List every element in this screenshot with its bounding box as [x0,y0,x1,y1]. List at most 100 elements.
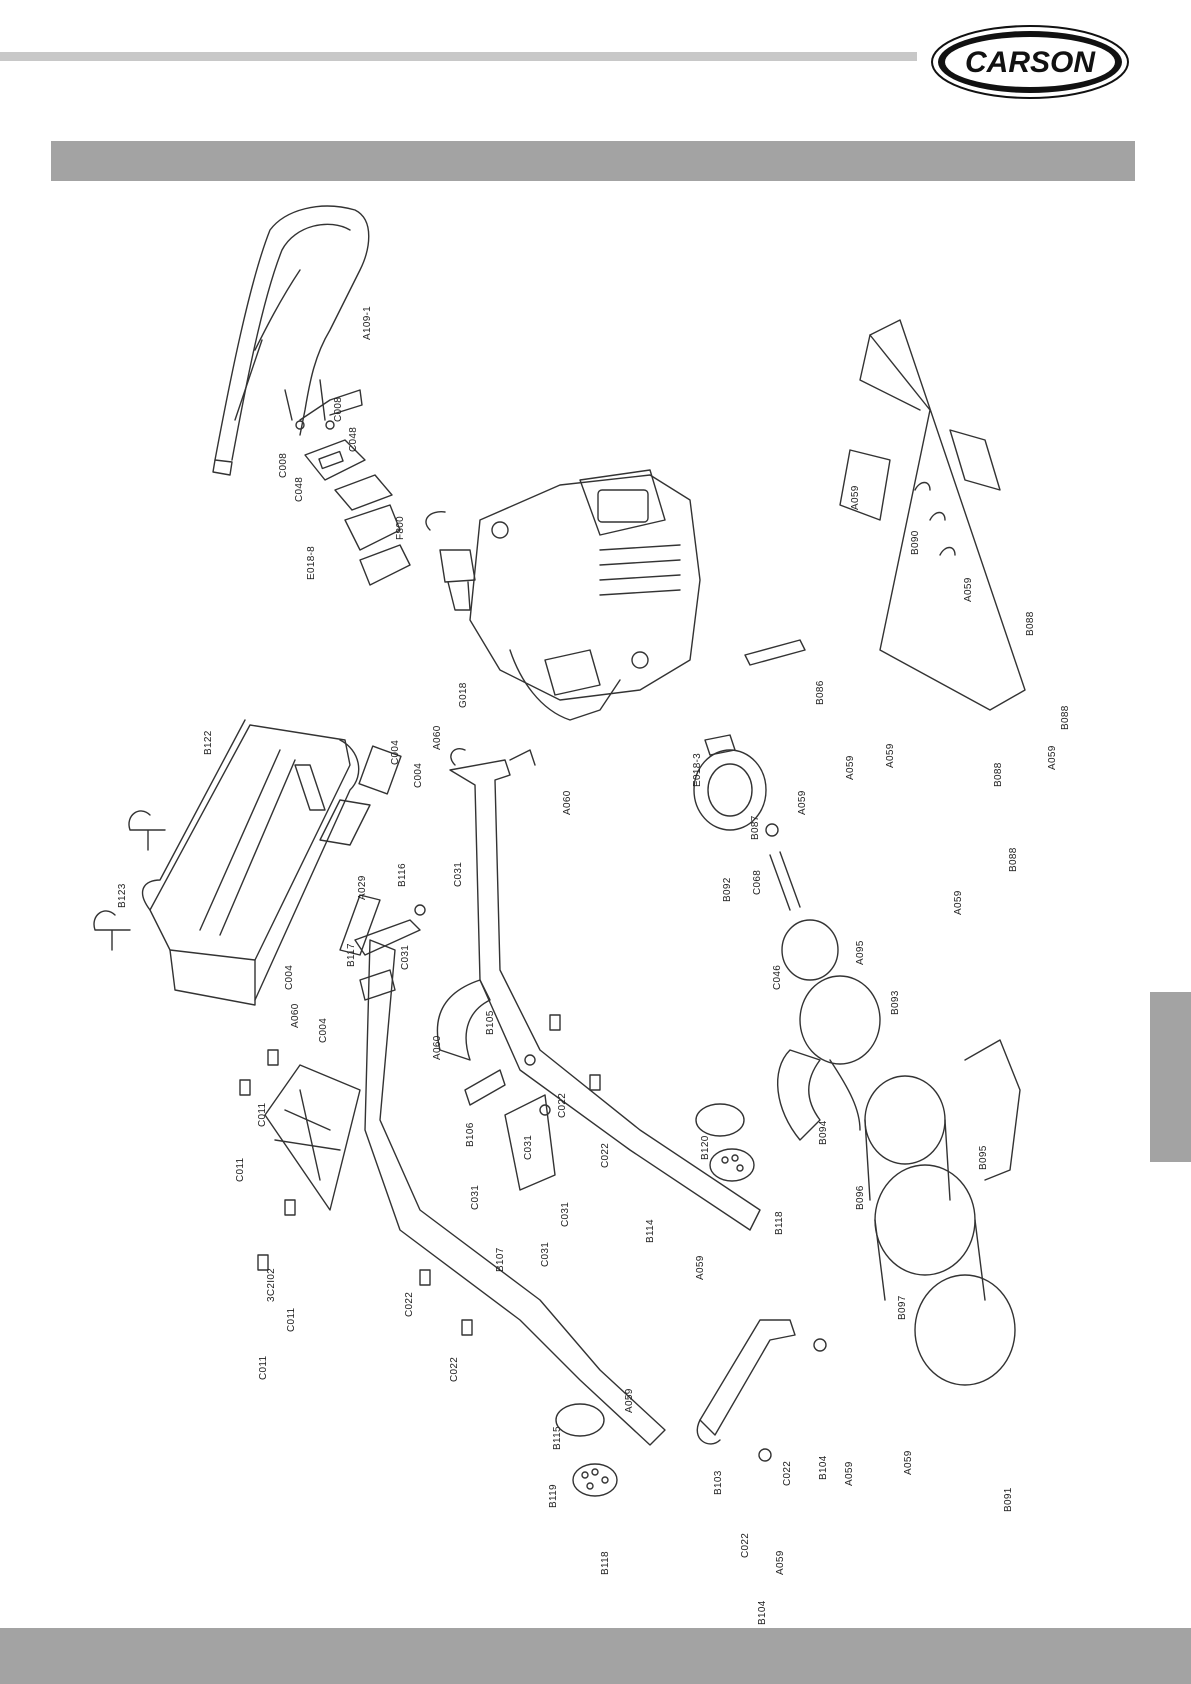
part-label: E018-3 [692,752,703,787]
part-label: C011 [257,1102,268,1127]
part-label: B094 [818,1120,829,1145]
left-side-guard [354,919,666,1446]
part-label: F800 [395,516,406,540]
part-label: B104 [757,1600,768,1625]
part-label: B087 [750,815,761,840]
rear-bumper [696,1319,827,1462]
part-label: C004 [318,1017,329,1043]
part-label: C022 [740,1532,751,1558]
part-label: C022 [782,1460,793,1486]
part-label: A059 [775,1550,786,1575]
part-label: 3C2I02 [266,1267,277,1302]
part-label: C048 [348,426,359,452]
part-label: B118 [774,1211,785,1235]
side-tab [1150,992,1191,1162]
part-label: A059 [797,790,808,815]
part-label: B091 [1003,1487,1014,1512]
section-header-bar [51,141,1135,181]
part-label: B115 [552,1426,563,1450]
part-label: B118 [600,1551,611,1575]
part-label: C011 [258,1355,269,1380]
rear-wing [141,719,360,1006]
part-label: C022 [557,1092,568,1118]
part-label: B103 [713,1470,724,1495]
part-label: B096 [855,1185,866,1210]
part-label: B086 [815,680,826,705]
part-label: B088 [1060,705,1071,730]
part-label: B097 [897,1295,908,1320]
part-label: A029 [357,875,368,900]
part-label: A059 [845,755,856,780]
part-label: E018-8 [306,545,317,580]
part-label: A059 [850,485,861,510]
part-label: A059 [963,577,974,602]
part-label: A059 [953,890,964,915]
part-label: A059 [695,1255,706,1280]
exploded-parts-diagram: A109-1 C008 C048 C008 C048 E018-8 F800 G… [0,190,1191,1625]
part-label: B119 [548,1484,559,1508]
footer-bar [0,1628,1191,1684]
manifold-gaskets [284,379,411,586]
part-label: C004 [390,739,401,765]
part-label: A060 [432,1035,443,1060]
part-label: G018 [458,682,469,708]
right-side-guard [449,748,761,1231]
part-label: C011 [235,1157,246,1182]
part-label: C031 [453,861,464,887]
part-label: A059 [885,743,896,768]
part-label: B105 [485,1010,496,1035]
part-label: B122 [203,730,214,755]
part-label: A109-1 [362,305,373,340]
part-label: A060 [290,1003,301,1028]
part-label: B114 [645,1219,656,1243]
logo-text: CARSON [965,46,1096,79]
part-label: C068 [752,869,763,895]
part-label: B088 [1025,611,1036,636]
part-label: C031 [470,1184,481,1210]
part-label: B093 [890,990,901,1015]
part-label: B095 [978,1145,989,1170]
mesh-filters [555,1103,755,1497]
air-filter-assembly [693,734,1021,1386]
part-label: C008 [333,396,344,422]
part-label: A059 [1047,745,1058,770]
part-label: C004 [284,964,295,990]
header-rule [0,52,917,61]
part-label: B088 [1008,847,1019,872]
part-label: A059 [844,1461,855,1486]
part-label: A060 [432,725,443,750]
part-label: B104 [818,1455,829,1480]
part-label: C031 [560,1201,571,1227]
exhaust-pipe [212,205,370,476]
part-label: B088 [993,762,1004,787]
guard-brackets [414,904,556,1191]
side-panel [744,319,1026,711]
part-label: B120 [700,1135,711,1160]
wing-posts [93,745,402,956]
part-label: C031 [540,1241,551,1267]
part-label: A060 [562,790,573,815]
part-label: C011 [286,1307,297,1332]
carson-logo: CARSON [930,22,1130,100]
part-label: B123 [117,883,128,908]
part-label: B106 [465,1122,476,1147]
part-label: C022 [404,1291,415,1317]
part-label: B092 [722,877,733,902]
part-label: C046 [772,964,783,990]
part-label: B090 [910,530,921,555]
part-label: B117 [346,943,357,967]
part-label: B116 [397,863,408,887]
part-label: C031 [523,1134,534,1160]
engine-block [425,469,701,721]
mounting-plate [264,1064,361,1211]
part-label: C022 [600,1142,611,1168]
part-label: C048 [294,476,305,502]
screws [239,1014,601,1336]
part-label: B107 [495,1247,506,1272]
part-label: A059 [903,1450,914,1475]
part-label: C031 [400,944,411,970]
part-label: A095 [855,940,866,965]
part-label: C022 [449,1356,460,1382]
part-label: A059 [624,1388,635,1413]
part-label: C004 [413,762,424,788]
